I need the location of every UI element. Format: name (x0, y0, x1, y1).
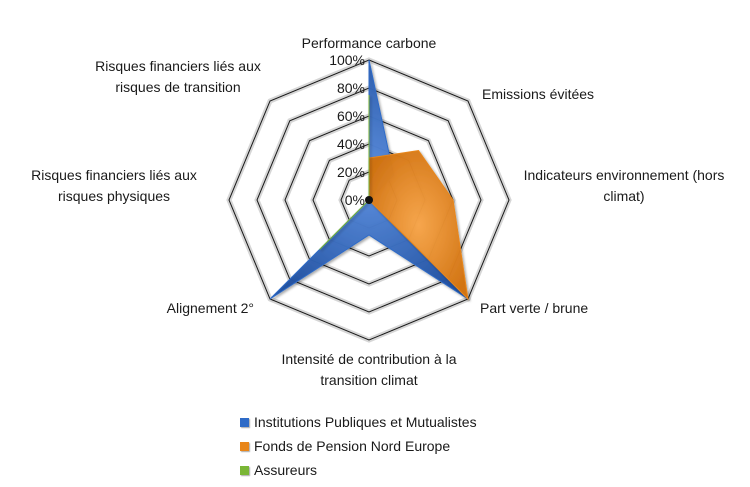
grid-ring (256, 87, 482, 313)
legend-swatch-icon (240, 417, 249, 427)
tick-label: 100% (329, 52, 365, 68)
center-point (365, 196, 373, 204)
legend-swatch-icon (240, 441, 249, 451)
legend-swatch-icon (240, 465, 249, 475)
axis-label-line: climat) (603, 188, 644, 204)
tick-label: 20% (337, 164, 365, 180)
axis-label: Intensité de contribution à la transition… (281, 351, 456, 388)
axis-label-line: Risques financiers liés aux (31, 167, 197, 183)
tick-label: 60% (337, 108, 365, 124)
tick-label: 80% (337, 80, 365, 96)
axis-label: Performance carbone (302, 35, 437, 51)
axis-label: Indicateurs environnement (hors climat) (524, 167, 725, 204)
radar-series (269, 59, 469, 301)
tick-label: 40% (337, 136, 365, 152)
axis-label-line: Performance carbone (302, 35, 437, 51)
grid-ring (284, 115, 454, 285)
legend-item: Fonds de Pension Nord Europe (240, 434, 477, 458)
grid-ring (228, 59, 510, 341)
axis-label-line: transition climat (320, 372, 417, 388)
tick-label: 0% (345, 192, 365, 208)
axis-label-line: Part verte / brune (480, 300, 588, 316)
axis-label: Risques financiers liés aux risques physi… (31, 167, 197, 204)
legend: Institutions Publiques et Mutualistes Fo… (240, 410, 477, 482)
axis-label-line: Alignement 2° (167, 300, 254, 316)
axis-label-line: Risques financiers liés aux (95, 58, 261, 74)
legend-label: Assureurs (254, 462, 318, 478)
legend-item: Institutions Publiques et Mutualistes (240, 410, 477, 434)
radar-chart: 0% 20% 40% 60% 80% 100% Performance carboneEm… (31, 35, 724, 388)
legend-label: Institutions Publiques et Mutualistes (254, 414, 477, 430)
series-area (319, 95, 370, 250)
axis-label: Emissions évitées (482, 86, 594, 102)
axis-label-line: risques physiques (58, 188, 170, 204)
axis-label-line: Emissions évitées (482, 86, 594, 102)
legend-label: Fonds de Pension Nord Europe (254, 438, 451, 454)
legend-item: Assureurs (240, 458, 477, 482)
radial-tick-labels: 0% 20% 40% 60% 80% 100% (329, 52, 365, 208)
axis-label-line: Indicateurs environnement (hors (524, 167, 725, 183)
axis-label: Risques financiers liés aux risques de tr… (95, 58, 261, 95)
axis-label-line: Intensité de contribution à la (281, 351, 456, 367)
axis-label: Part verte / brune (480, 300, 588, 316)
axis-label-line: risques de transition (115, 79, 240, 95)
axis-label: Alignement 2° (167, 300, 254, 316)
